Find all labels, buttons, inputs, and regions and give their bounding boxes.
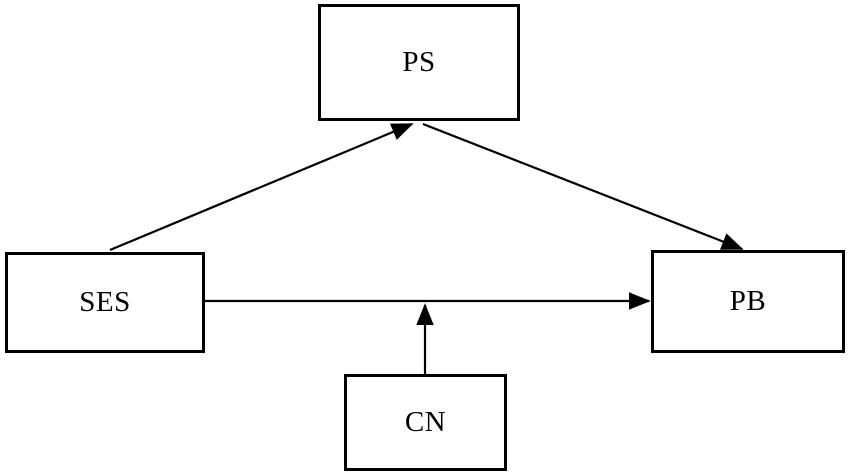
node-pb[interactable]: PB [651, 250, 845, 353]
node-ses[interactable]: SES [5, 252, 205, 353]
edge-ps-to-pb [422, 122, 744, 251]
node-cn[interactable]: CN [344, 374, 507, 471]
node-ps[interactable]: PS [318, 4, 520, 121]
node-ps-label: PS [402, 46, 436, 78]
node-cn-label: CN [404, 406, 447, 438]
node-pb-label: PB [729, 285, 767, 317]
node-ses-label: SES [79, 286, 131, 318]
edge-ses-to-ps [109, 122, 414, 252]
